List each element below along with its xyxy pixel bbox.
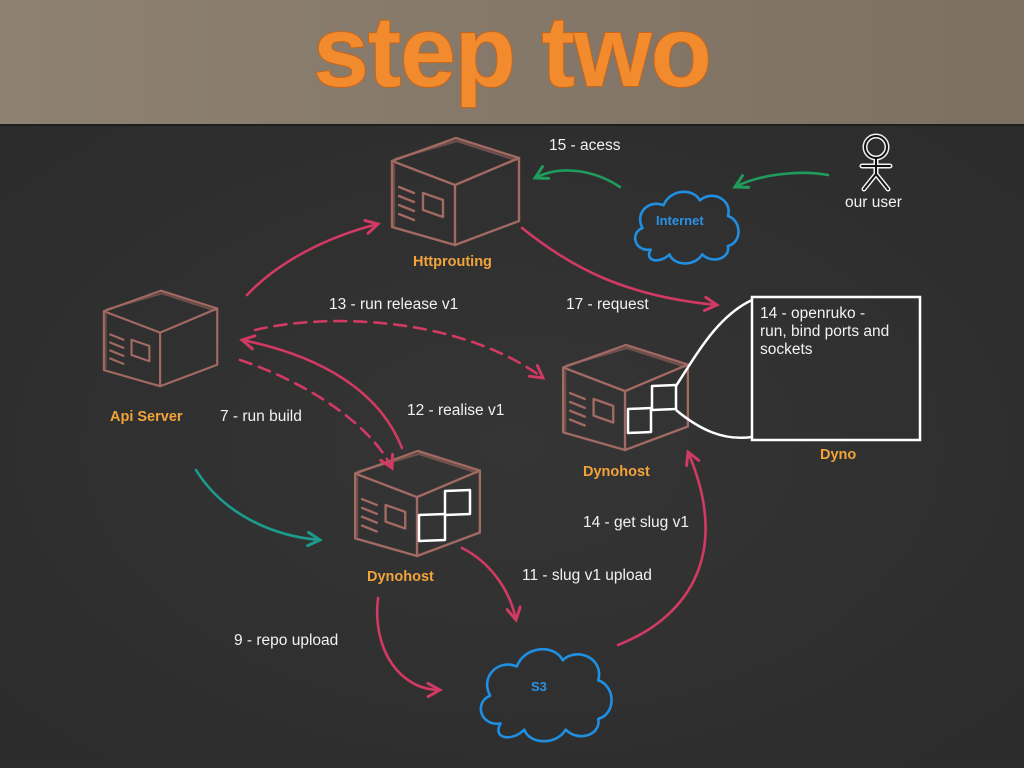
arrow-realise (242, 340, 404, 450)
arrow-repo-upload (375, 596, 440, 690)
arrow-run-build-dashed (238, 358, 392, 468)
arrow-get-slug (616, 452, 707, 647)
dyno-zoom-line-top (674, 298, 753, 387)
user-icon (859, 133, 893, 192)
dynohost-right-label: Dynohost (583, 464, 650, 480)
dyno-description-line: run, bind ports and (760, 323, 889, 340)
arrow-run-release (253, 319, 543, 378)
internet-label: Internet (656, 213, 704, 228)
dyno-label: Dyno (820, 447, 856, 463)
container-square (443, 488, 472, 517)
container-square (626, 406, 653, 435)
arrow-api-to-dynohost (194, 468, 320, 540)
arrow-internet-to-httprouting (535, 170, 622, 189)
dynohost-right-containers (626, 383, 678, 435)
edge-label-request: 17 - request (566, 296, 649, 313)
httprouting-label: Httprouting (413, 254, 492, 270)
edge-label-access: 15 - acess (549, 137, 621, 154)
arrow-slug-upload (460, 546, 516, 620)
s3-label: S3 (531, 679, 547, 694)
dyno-description-line: 14 - openruko - (760, 305, 865, 322)
dyno-box (750, 295, 922, 442)
title-banner (0, 0, 1024, 125)
dyno-zoom-line-bottom (675, 409, 753, 440)
container-square (650, 383, 678, 412)
arrow-api-to-httprouting (245, 224, 378, 297)
edge-label-repo-upload: 9 - repo upload (234, 632, 338, 649)
edge-label-run-release: 13 - run release v1 (329, 296, 458, 313)
chalkboard (0, 125, 1024, 768)
edge-label-run-build: 7 - run build (220, 408, 302, 425)
edge-label-slug-upload: 11 - slug v1 upload (522, 567, 652, 584)
user-label: our user (845, 194, 902, 211)
dynohost-bottom-containers (417, 488, 472, 543)
dyno-description-line: sockets (760, 341, 813, 358)
arrow-user-to-internet (735, 171, 830, 187)
edge-label-get-slug: 14 - get slug v1 (583, 514, 689, 531)
slide-title: step two (313, 0, 711, 108)
dynohost-bottom-label: Dynohost (367, 569, 434, 585)
edge-label-realise: 12 - realise v1 (407, 402, 504, 419)
container-square (417, 512, 447, 543)
api-server-label: Api Server (110, 409, 183, 425)
arrow-httprouting-to-dyno (520, 226, 717, 305)
